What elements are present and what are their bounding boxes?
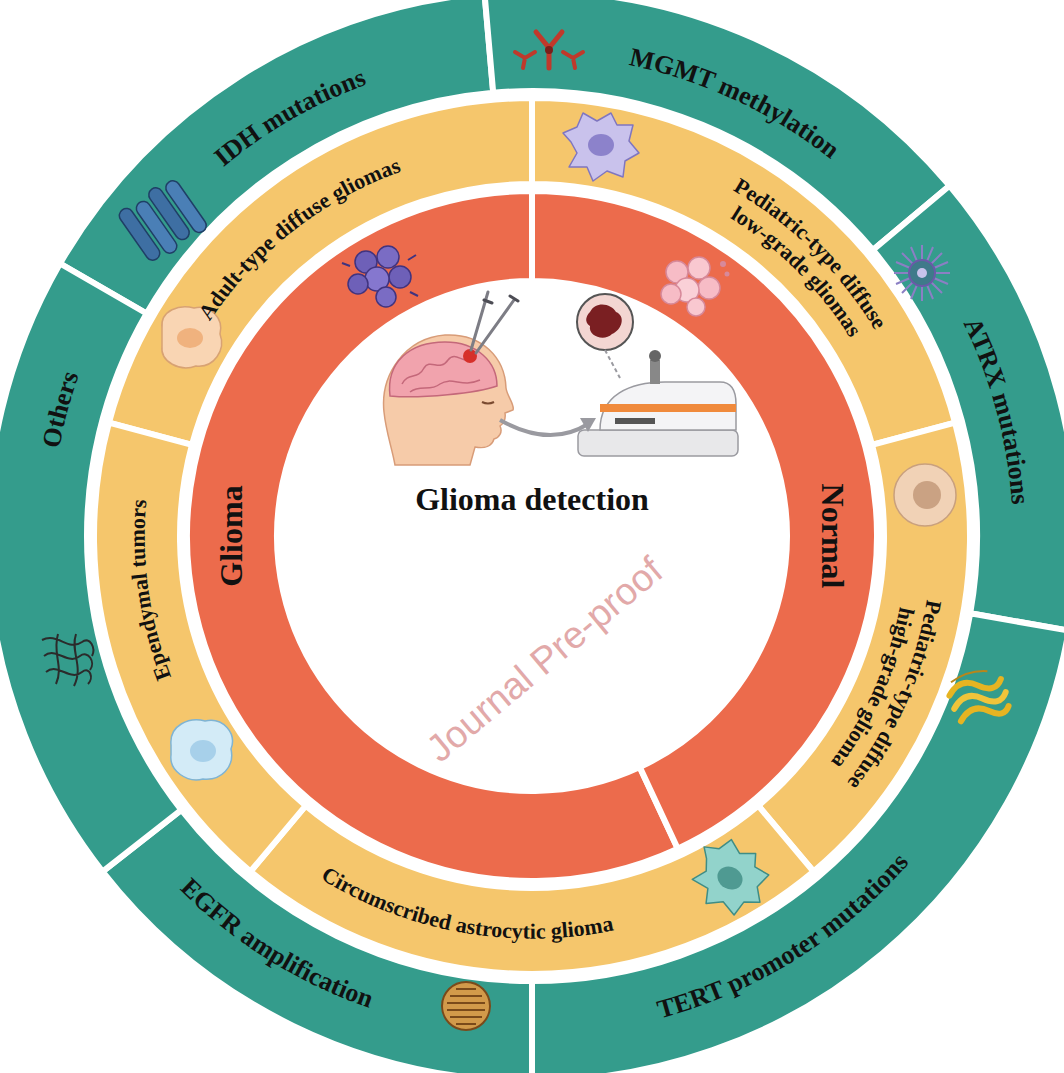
microscope: [578, 350, 738, 456]
arc-label-layer: Pediatric-type diffuse high-grade glioma: [754, 418, 974, 876]
normal-cell-cluster: [661, 257, 730, 316]
biomarker-segment-shape: [480, 0, 954, 254]
astrocytic-glioma-cell: [680, 830, 780, 927]
arc-label: TERT promoter mutations: [654, 847, 914, 1024]
biomarker-segment-shape: [528, 609, 1064, 1073]
arc-label-layer: EGFR amplification: [98, 805, 537, 1073]
transfer-arrow: [500, 418, 596, 435]
biomarker-segment: EGFR amplification: [98, 805, 537, 1073]
others-fibre-icon: [42, 634, 93, 686]
atrx-protein-icon: [894, 245, 950, 301]
low-grade-glioma-cell: [563, 113, 639, 181]
tissue-sample: [577, 294, 633, 378]
arc-label: ATRX mutations: [958, 313, 1035, 505]
arc-label-layer: Circumscribed astrocytic glioma: [246, 801, 818, 978]
ring-label: Glioma: [214, 485, 249, 586]
biomarker-segment: MGMT methylation: [480, 0, 954, 254]
glioma-type-segment: Pediatric-type diffuse low-grade gliomas: [528, 94, 960, 449]
arc-label-layer: MGMT methylation: [480, 0, 954, 254]
arc-label: Others: [36, 367, 84, 450]
biomarker-segment: Others: [0, 259, 186, 876]
surgical-instruments: [471, 292, 518, 353]
arc-label: Circumscribed astrocytic glioma: [317, 861, 615, 944]
arc-label-layer: Adult-type diffuse gliomas: [104, 94, 536, 449]
glioma-type-segment: Circumscribed astrocytic glioma: [246, 801, 818, 978]
patient-head: [384, 335, 514, 465]
biomarker-segment: ATRX mutations: [868, 181, 1064, 635]
tert-protein-icon: [944, 663, 1012, 728]
high-grade-glioma-cell: [894, 464, 956, 526]
arc-label-layer: ATRX mutations: [868, 181, 1064, 635]
idh-protein-icon: [117, 175, 209, 266]
arc-label-layer: Others: [0, 259, 186, 876]
center-title: Glioma detection: [415, 482, 649, 517]
glioma-type-segment: Adult-type diffuse gliomas: [104, 94, 536, 449]
biomarker-segment: IDH mutations: [56, 0, 498, 318]
ependymal-cell: [171, 720, 233, 780]
arc-label: EGFR amplification: [175, 873, 378, 1014]
ring-label: Normal: [814, 484, 849, 589]
adult-glioma-cell: [162, 307, 222, 368]
arc-label-layer: Pediatric-type diffuse low-grade gliomas: [528, 94, 960, 449]
arc-label-layer: IDH mutations: [56, 0, 498, 318]
glioma-type-segment: Ependymal tumors: [90, 418, 310, 876]
glioma-type-segment: Pediatric-type diffuse high-grade glioma: [754, 418, 974, 876]
biomarker-segment: TERT promoter mutations: [528, 609, 1064, 1073]
arc-label-layer: Ependymal tumors: [90, 418, 310, 876]
tumor-cell-cluster: [342, 246, 418, 307]
biomarker-segment-shape: [0, 259, 186, 876]
arc-label-layer: TERT promoter mutations: [528, 609, 1064, 1073]
arc-label: MGMT methylation: [627, 42, 846, 164]
egfr-icon: [442, 982, 490, 1030]
arc-label: Ependymal tumors: [125, 498, 176, 684]
mgmt-antibody-icon: [515, 32, 583, 68]
arc-label: IDH mutations: [209, 63, 370, 172]
biomarker-segment-shape: [56, 0, 498, 318]
biomarker-segment-shape: [868, 181, 1064, 635]
